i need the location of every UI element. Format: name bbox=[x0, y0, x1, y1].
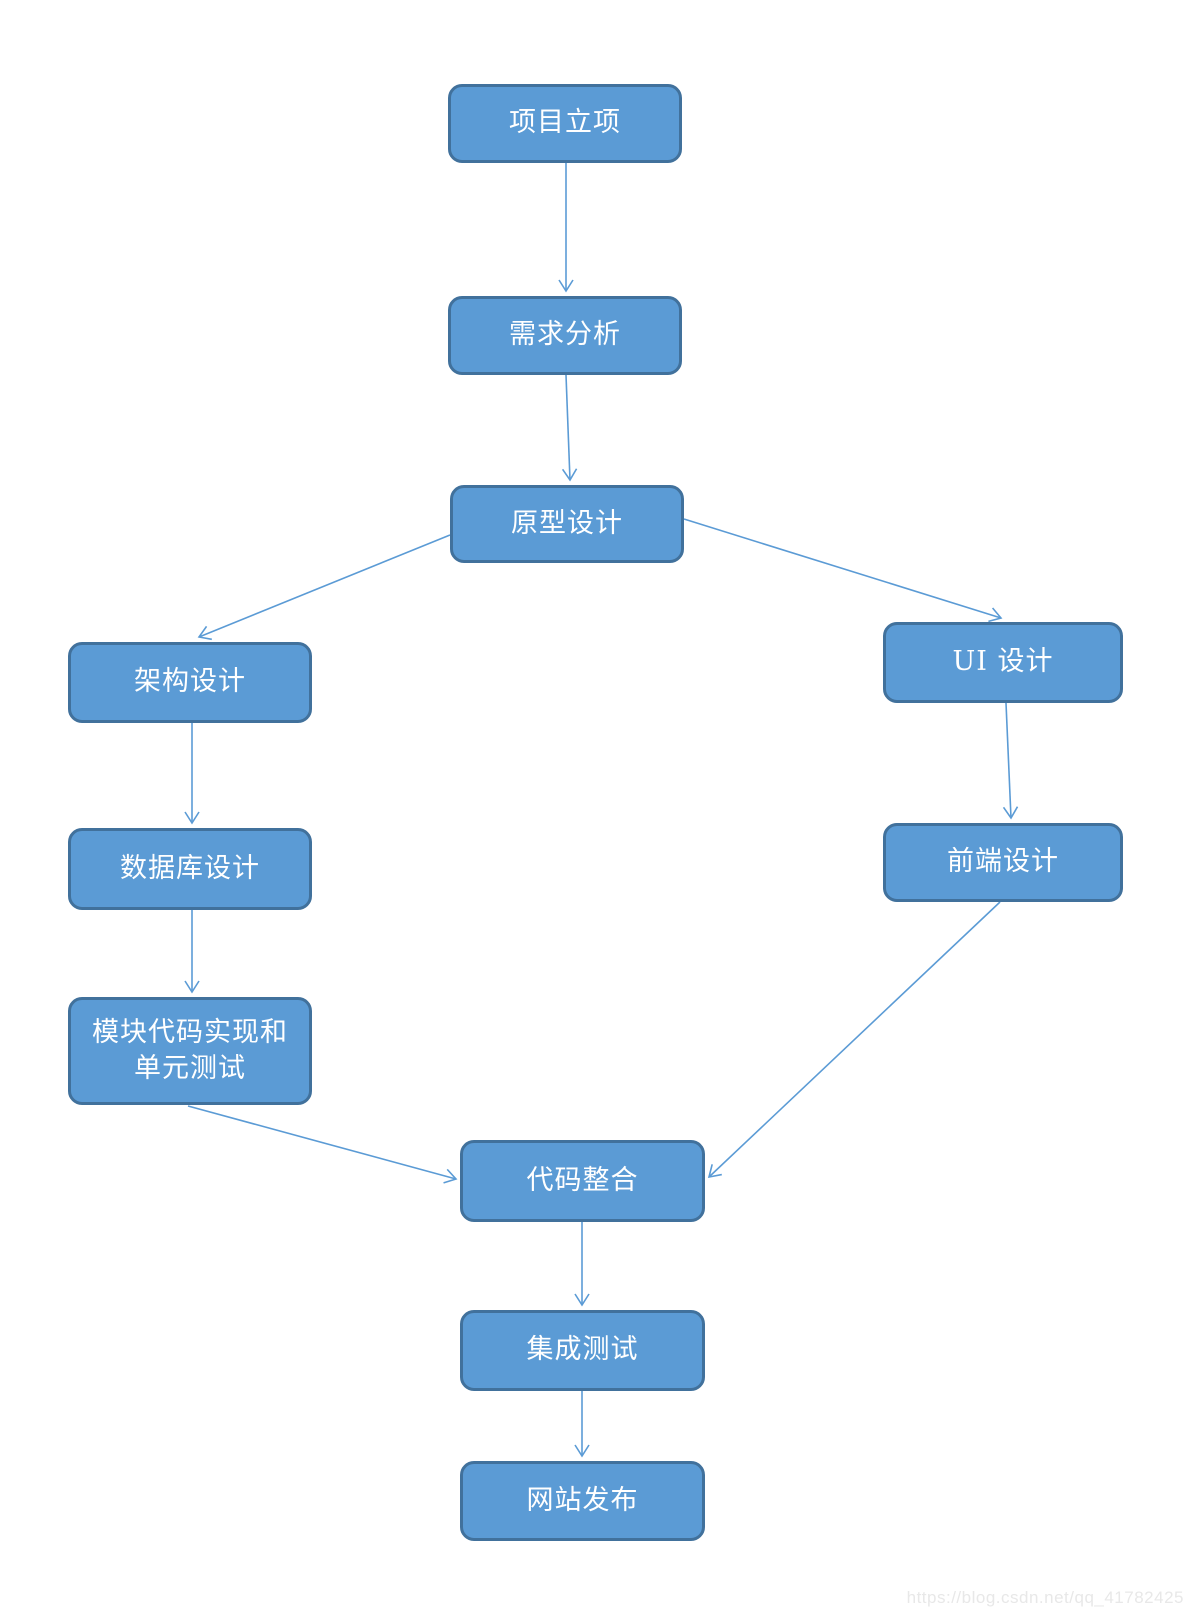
csdn-watermark: https://blog.csdn.net/qq_41782425 bbox=[906, 1588, 1184, 1607]
edge-frontend-design-to-code-integration bbox=[707, 901, 1001, 1179]
flow-node-label: 原型设计 bbox=[511, 507, 623, 539]
flow-node-label: 需求分析 bbox=[509, 319, 621, 351]
flow-node-ui-design: UI 设计 bbox=[883, 622, 1123, 703]
flow-node-label: 前端设计 bbox=[947, 846, 1059, 878]
flow-node-frontend-design: 前端设计 bbox=[883, 823, 1123, 902]
flow-node-label: 代码整合 bbox=[526, 1164, 639, 1196]
flow-node-label: UI 设计 bbox=[952, 646, 1054, 678]
flow-node-integration-testing: 集成测试 bbox=[460, 1310, 705, 1391]
flow-node-label: 架构设计 bbox=[134, 666, 246, 698]
flow-node-requirements-analysis: 需求分析 bbox=[448, 296, 682, 375]
flow-node-database-design: 数据库设计 bbox=[68, 828, 312, 910]
flow-node-label: 数据库设计 bbox=[120, 852, 260, 884]
flow-node-label: 集成测试 bbox=[526, 1334, 639, 1366]
edge-module-code-to-code-integration bbox=[187, 1105, 458, 1184]
edge-prototype-design-to-ui-design bbox=[683, 518, 1003, 623]
flow-node-label: 模块代码实现和单元测试 bbox=[92, 1016, 288, 1084]
flow-node-label: 项目立项 bbox=[509, 107, 621, 139]
edge-prototype-design-to-architecture-design bbox=[197, 534, 451, 641]
edge-ui-design-to-frontend-design bbox=[1002, 702, 1019, 820]
flow-node-module-code-and-unit-test: 模块代码实现和单元测试 bbox=[68, 997, 312, 1105]
flow-node-label: 网站发布 bbox=[526, 1484, 639, 1516]
edge-requirements-analysis-to-prototype-design bbox=[561, 374, 578, 482]
flow-node-architecture-design: 架构设计 bbox=[68, 642, 312, 723]
flow-node-prototype-design: 原型设计 bbox=[450, 485, 684, 563]
flow-node-website-release: 网站发布 bbox=[460, 1461, 705, 1541]
flow-node-project-initiation: 项目立项 bbox=[448, 84, 682, 163]
flow-node-code-integration: 代码整合 bbox=[460, 1140, 705, 1222]
